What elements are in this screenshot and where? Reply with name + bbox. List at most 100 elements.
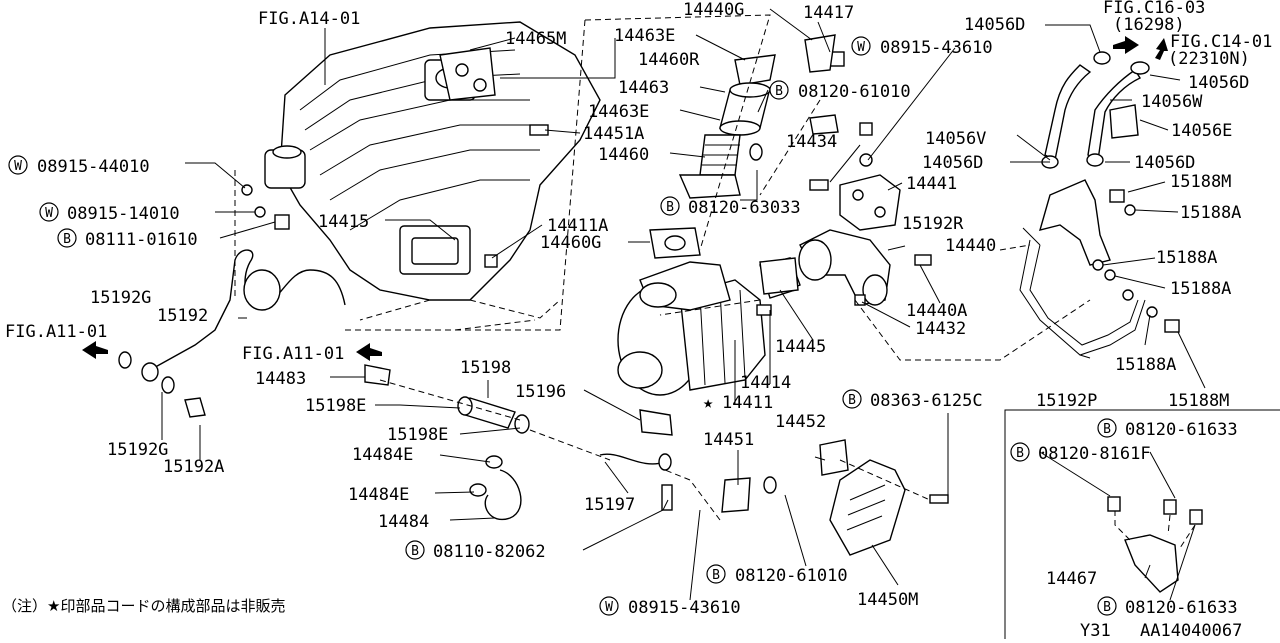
heat-insulator-14450m-drawing [721,439,949,556]
label-15188a-d[interactable]: 15188A [1115,355,1176,375]
label-14483[interactable]: 14483 [255,369,306,389]
label-15196[interactable]: 15196 [515,382,566,402]
washer-marker-icon [8,155,28,175]
code-aa14040067: AA14040067 [1140,621,1242,639]
hose-14484-drawing [469,455,522,521]
label-15197[interactable]: 15197 [584,495,635,515]
label-14484e-a[interactable]: 14484E [352,445,413,465]
label-b08120-8161f: 08120-8161F [1038,444,1151,464]
label-14417[interactable]: 14417 [803,3,854,23]
bolt-08120-61633-a[interactable]: B 08120-61633 [1097,418,1238,440]
bolt-08363-6125c[interactable]: B 08363-6125C [842,389,983,411]
label-14452[interactable]: 14452 [775,412,826,432]
engine-block-drawing [264,21,601,301]
label-w08915-43610-top: 08915-43610 [880,38,993,58]
bolt-08110-82062[interactable]: B 08110-82062 [405,540,546,562]
label-w08915-44010: 08915-44010 [37,157,150,177]
label-14056d-b[interactable]: 14056D [1188,73,1249,93]
label-14414[interactable]: 14414 [740,373,791,393]
label-15188a-b[interactable]: 15188A [1156,248,1217,268]
label-14451[interactable]: 14451 [703,430,754,450]
label-15192p[interactable]: 15192P [1036,391,1097,411]
bolt-08111-01610[interactable]: B 08111-01610 [57,228,198,250]
label-fig-c16-03[interactable]: FIG.C16-03 [1103,0,1205,18]
label-14411a[interactable]: 14411A [547,216,608,236]
label-14484[interactable]: 14484 [378,512,429,532]
label-15198[interactable]: 15198 [460,358,511,378]
label-15192g-bot[interactable]: 15192G [107,440,168,460]
label-14440[interactable]: 14440 [945,236,996,256]
bolt-marker-icon [660,196,680,216]
label-fig-c14-01[interactable]: FIG.C14-01 [1170,32,1272,52]
label-14056d-c[interactable]: 14056D [922,153,983,173]
label-14434[interactable]: 14434 [786,132,837,152]
bolt-08120-61010-bot[interactable]: B 08120-61010 [706,564,848,586]
label-14432[interactable]: 14432 [915,319,966,339]
label-14463e-a[interactable]: 14463E [614,26,675,46]
bolt-marker-text: B [411,544,419,559]
washer-08915-44010[interactable]: W 08915-44010 [8,155,150,177]
bolt-08120-8161f[interactable]: B 08120-8161F [1010,442,1151,464]
label-14440a[interactable]: 14440A [906,301,967,321]
label-14484e-b[interactable]: 14484E [348,485,409,505]
label-fig-a11-01-mid[interactable]: FIG.A11-01 [242,344,344,364]
label-15188a-a[interactable]: 15188A [1180,203,1241,223]
label-15198e-b[interactable]: 15198E [387,425,448,445]
label-14411-group[interactable]: ★ 14411 [703,393,773,413]
label-15192r[interactable]: 15192R [902,214,964,234]
washer-08915-43610-bot[interactable]: W 08915-43610 [599,596,741,618]
label-14056d-a[interactable]: 14056D [964,15,1025,35]
bolt-08120-61010-top[interactable]: B 08120-61010 [769,80,911,102]
washer-08915-43610-top[interactable]: W 08915-43610 [851,36,993,58]
oil-feed-pipe-drawing [118,249,346,418]
label-15192g-top[interactable]: 15192G [90,288,151,308]
label-14451a[interactable]: 14451A [583,124,644,144]
label-14445[interactable]: 14445 [775,337,826,357]
label-15192[interactable]: 15192 [157,306,208,326]
fastener-drawings [241,34,932,316]
label-14056w[interactable]: 14056W [1141,92,1203,112]
bolt-marker-text: B [848,393,856,408]
label-14056d-d[interactable]: 14056D [1134,153,1195,173]
label-14460g[interactable]: 14460G [540,233,601,253]
label-14467[interactable]: 14467 [1046,569,1097,589]
washer-marker-text: W [14,159,22,174]
washer-08915-14010[interactable]: W 08915-14010 [39,202,180,224]
label-14463e-b[interactable]: 14463E [588,102,649,122]
label-14460[interactable]: 14460 [598,145,649,165]
bolt-marker-icon [1097,418,1117,438]
label-15188a-c[interactable]: 15188A [1170,279,1231,299]
label-14450m[interactable]: 14450M [857,590,918,610]
footnote: （注）★印部品コードの構成部品は非販売 [2,597,285,615]
label-b08363-6125c: 08363-6125C [870,391,983,411]
label-14415[interactable]: 14415 [318,212,369,232]
bolt-marker-icon [57,228,77,248]
bolt-08120-61633-b[interactable]: B 08120-61633 [1097,596,1238,618]
bolt-08120-63033[interactable]: B 08120-63033 [660,196,801,218]
label-14460r[interactable]: 14460R [638,50,700,70]
label-fig-a11-01-left[interactable]: FIG.A11-01 [5,322,107,342]
label-15188m-a[interactable]: 15188M [1170,172,1231,192]
label-fig-a14-01[interactable]: FIG.A14-01 [258,9,360,29]
arrow-right-fig-c16-icon [1113,36,1139,54]
pipe-15197-drawing [599,453,673,511]
exhaust-pipe-drawing [678,54,776,199]
label-14441[interactable]: 14441 [906,174,957,194]
label-b08110-82062: 08110-82062 [433,542,546,562]
bolt-marker-text: B [775,84,783,99]
label-15198e-a[interactable]: 15198E [305,396,366,416]
label-14465m[interactable]: 14465M [505,29,566,49]
label-14463[interactable]: 14463 [618,78,669,98]
label-15192a[interactable]: 15192A [163,457,224,477]
label-14056e[interactable]: 14056E [1171,121,1232,141]
label-b08120-61633-b: 08120-61633 [1125,598,1238,618]
label-14440g[interactable]: 14440G [683,0,744,20]
label-14411: 14411 [722,393,773,413]
washer-marker-icon [599,596,619,616]
bolt-marker-icon [405,540,425,560]
inset-box [1004,409,1280,639]
bolt-marker-icon [1097,596,1117,616]
label-15188m-b[interactable]: 15188M [1168,391,1229,411]
label-14056v[interactable]: 14056V [925,129,986,149]
